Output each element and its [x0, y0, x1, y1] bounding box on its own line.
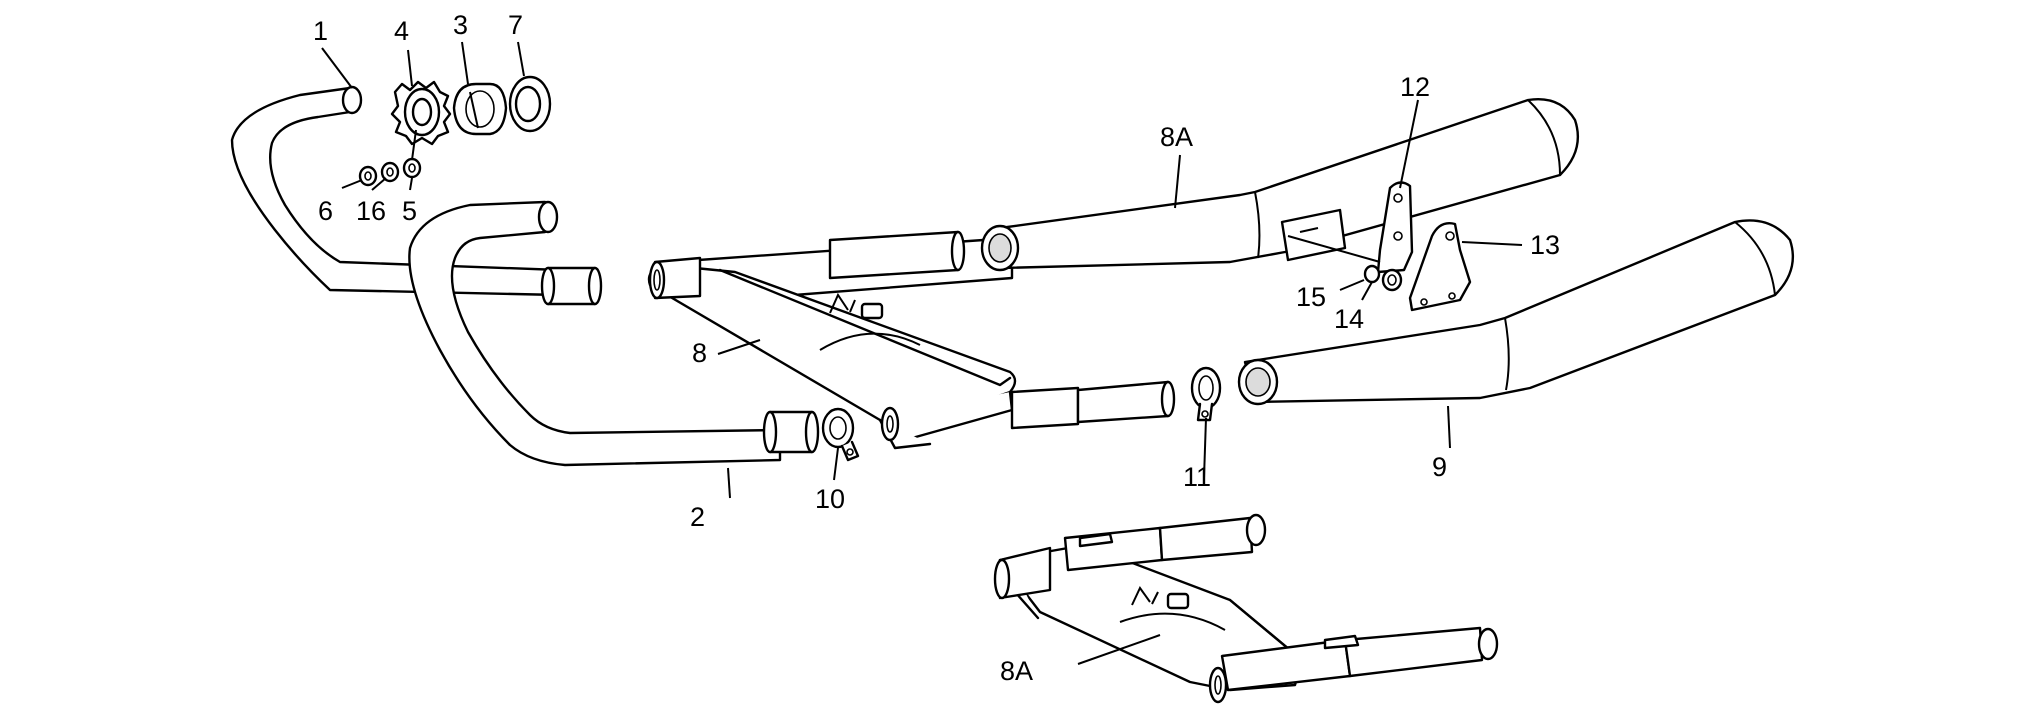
part-12-clamp	[1190, 366, 1222, 422]
callout-8a: 8A	[1000, 656, 1033, 686]
part-13-bracket	[1280, 181, 1414, 274]
callout-16: 15	[1296, 282, 1326, 312]
part-8a-crossover-pipe	[993, 513, 1499, 704]
part-3-split-collar	[452, 82, 508, 136]
part-15-nut	[1381, 268, 1403, 292]
part-2-header-pipe	[408, 200, 820, 467]
callout-2: 2	[690, 502, 705, 532]
part-11-clamp	[821, 407, 860, 462]
part-9-silencer	[980, 98, 1580, 272]
callout-3: 3	[453, 10, 468, 40]
part-1-header-pipe	[230, 85, 603, 306]
callout-14: 13	[1530, 230, 1560, 260]
part-6-nut	[358, 165, 378, 187]
part-17-washer	[380, 161, 400, 183]
callout-labels: 1 4 3 7 6 16 5 8 2 10 11 8A 12 13 15 14 …	[313, 10, 1560, 686]
callout-11: 10	[815, 484, 845, 514]
callout-15: 14	[1334, 304, 1364, 334]
callout-5: 5	[402, 196, 417, 226]
part-8-crossover-pipe	[647, 230, 1176, 450]
callout-12: 11	[1183, 462, 1211, 492]
callout-7: 7	[508, 10, 523, 40]
callout-10: 9	[1432, 452, 1447, 482]
part-16-washer	[1363, 264, 1381, 284]
callout-9: 8A	[1160, 122, 1193, 152]
part-10-silencer	[1237, 219, 1795, 406]
callout-6: 6	[318, 196, 333, 226]
callout-13: 12	[1400, 72, 1430, 102]
leader-lines	[321, 41, 1523, 665]
callout-8: 8	[692, 338, 707, 368]
callout-4: 4	[394, 16, 409, 46]
part-14-bracket	[1408, 222, 1472, 312]
callout-1: 1	[313, 16, 328, 46]
part-7-gasket	[508, 75, 552, 133]
part-5-washer	[402, 157, 422, 179]
callout-17: 16	[356, 196, 386, 226]
part-4-ring-nut	[390, 80, 452, 146]
